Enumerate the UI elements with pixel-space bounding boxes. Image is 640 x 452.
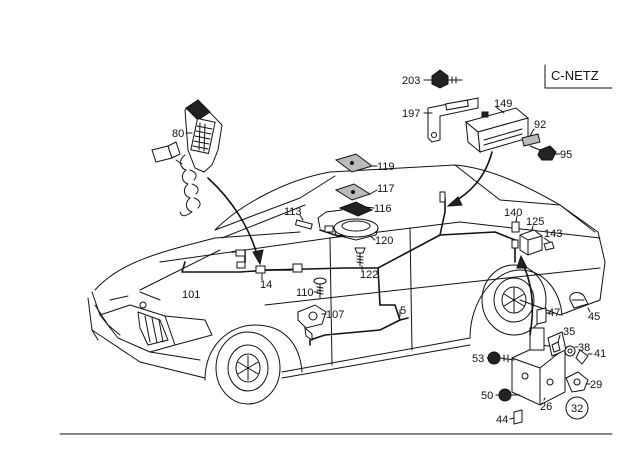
c-netz-title-box: C-NETZ <box>544 64 613 89</box>
part-44-clip <box>513 409 523 425</box>
connector-14 <box>255 265 266 274</box>
part-35-clip <box>551 341 561 353</box>
wiring-harness <box>181 197 516 346</box>
part-203-screw <box>431 69 463 89</box>
arrow-handset <box>207 177 259 259</box>
arrow-bracket <box>521 261 534 336</box>
part-119 <box>334 153 374 173</box>
label-101: 101 <box>182 289 200 301</box>
label-120: 120 <box>375 235 393 247</box>
part-140 <box>511 221 520 233</box>
part-45-clamp <box>569 292 589 309</box>
label-122: 122 <box>360 269 378 281</box>
label-116: 116 <box>374 203 392 215</box>
connector-d <box>439 191 446 203</box>
label-117: 117 <box>377 183 395 195</box>
label-197: 197 <box>402 108 420 120</box>
part-29 <box>565 371 589 393</box>
part-41 <box>575 349 589 365</box>
c-netz-title: C-NETZ <box>551 68 599 83</box>
label-53: 53 <box>472 353 484 365</box>
part-125-module <box>519 229 543 256</box>
part-149-unit <box>464 107 530 154</box>
label-29: 29 <box>590 379 602 391</box>
part-197-bracket <box>427 97 479 143</box>
front-wheel <box>215 331 281 405</box>
arrow-handset-head <box>252 249 264 266</box>
arrow-unit <box>451 151 493 204</box>
connector-e <box>511 239 519 249</box>
part-120 <box>333 218 379 241</box>
label-143: 143 <box>544 228 562 240</box>
connector-b <box>236 261 246 269</box>
label-38: 38 <box>578 342 590 354</box>
part-95-nut <box>529 145 557 161</box>
arrow-unit-head <box>446 196 463 207</box>
label-32: 32 <box>571 403 583 415</box>
label-26: 26 <box>540 401 552 413</box>
label-14: 14 <box>260 279 272 291</box>
label-35: 35 <box>563 326 575 338</box>
label-5: 5 <box>400 305 406 317</box>
label-113: 113 <box>284 206 302 218</box>
part-143 <box>543 241 555 251</box>
part-38 <box>564 345 576 357</box>
label-45: 45 <box>588 311 600 323</box>
label-95: 95 <box>560 149 572 161</box>
connector-f <box>324 225 334 233</box>
part-47-clip <box>536 307 547 325</box>
part-53-screw <box>487 351 515 365</box>
part-32-washer <box>565 396 589 420</box>
arrow-bracket-head <box>516 254 528 269</box>
label-110: 110 <box>296 287 314 299</box>
part-80-handset <box>151 99 223 217</box>
part-110-screw <box>313 277 327 299</box>
label-125: 125 <box>526 216 544 228</box>
label-119: 119 <box>377 161 395 173</box>
label-203: 203 <box>402 75 420 87</box>
label-44: 44 <box>496 414 508 426</box>
part-117 <box>334 183 372 201</box>
connector-c <box>292 263 303 273</box>
part-26-bracket <box>511 327 567 406</box>
label-107: 107 <box>326 309 344 321</box>
leader-lines <box>185 79 593 420</box>
car-body-outline <box>87 164 606 381</box>
label-140: 140 <box>504 207 522 219</box>
label-47: 47 <box>548 307 560 319</box>
part-107-bracket <box>297 304 327 341</box>
rear-wheel <box>481 264 547 336</box>
label-41: 41 <box>594 348 606 360</box>
connector-a <box>235 249 246 257</box>
label-50: 50 <box>481 390 493 402</box>
part-116 <box>317 201 374 229</box>
part-122-screw <box>354 247 366 267</box>
part-113-rod <box>294 219 313 230</box>
label-80: 80 <box>172 128 184 140</box>
label-149: 149 <box>494 98 512 110</box>
label-92: 92 <box>534 119 546 131</box>
part-92-plate <box>521 133 541 147</box>
